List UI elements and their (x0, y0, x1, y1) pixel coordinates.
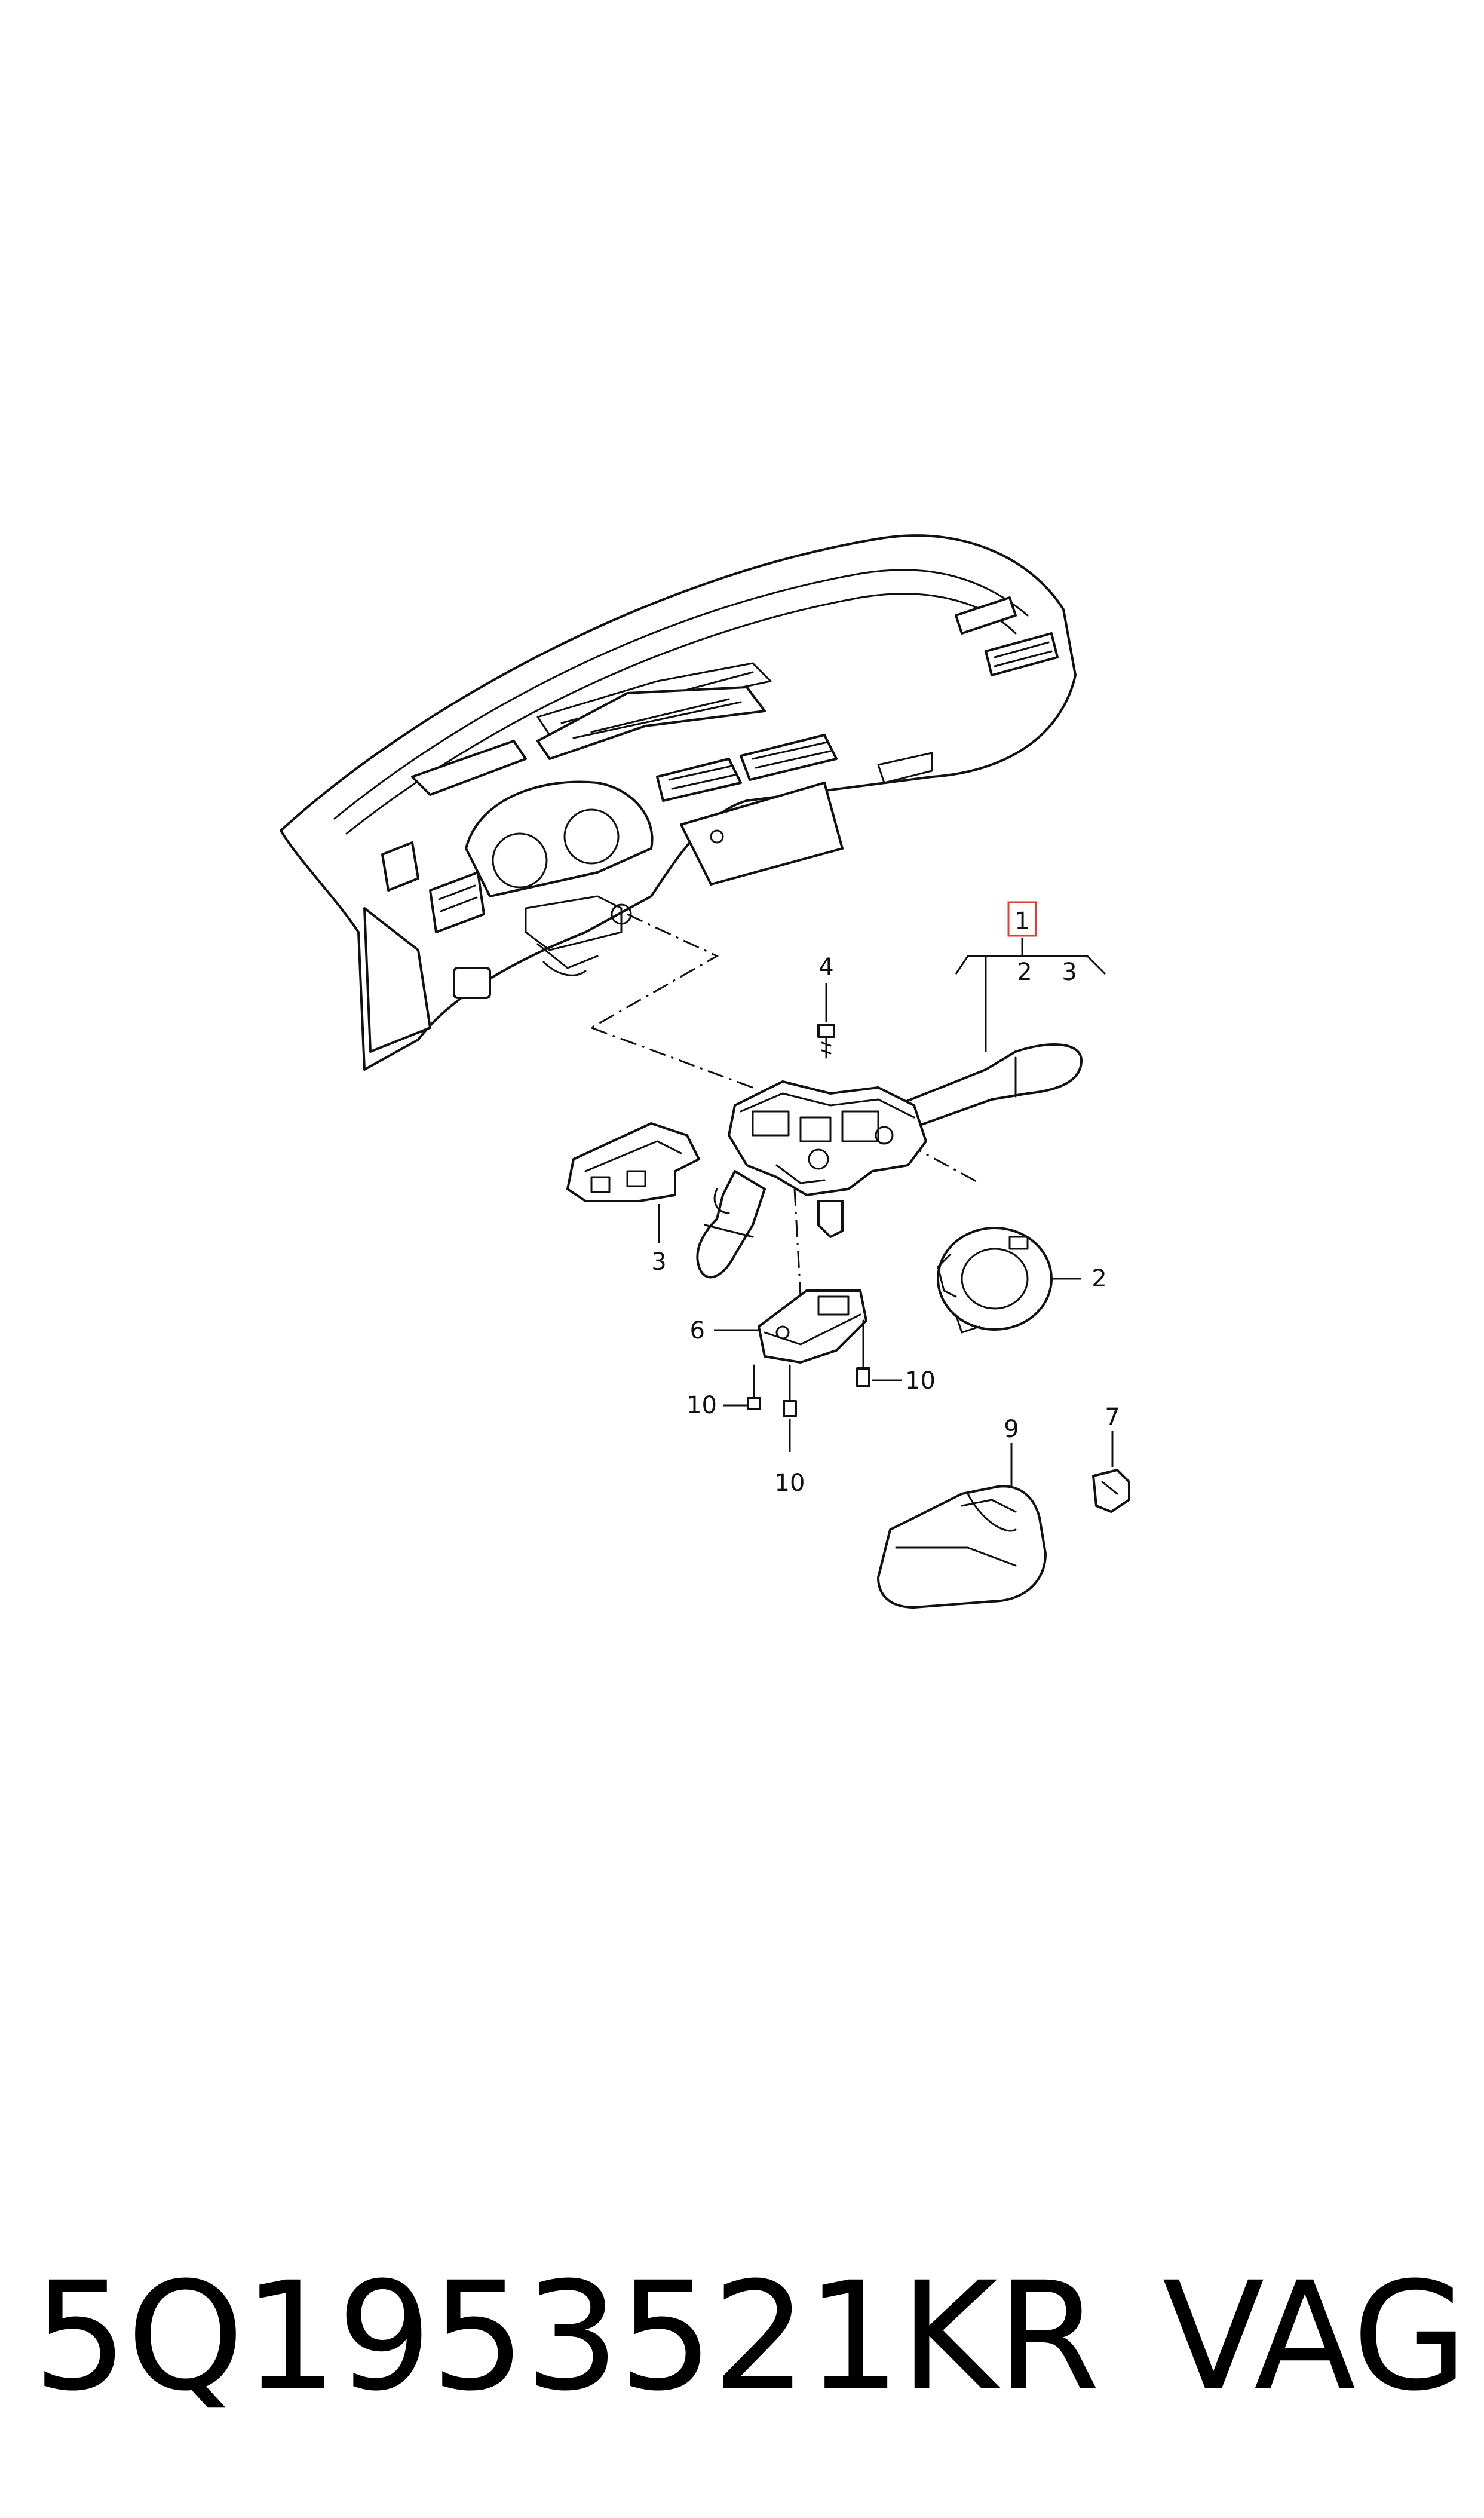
callout-2-upper-label: 2 (1017, 958, 1032, 986)
part-7-clip: 7 (1092, 1404, 1130, 1513)
part-10-screw-right: 10 (856, 1319, 936, 1395)
callout-6-label: 6 (690, 1317, 705, 1344)
callout-9-label: 9 (1004, 1416, 1019, 1443)
part-caption: 5Q1953521KR VAG (33, 2247, 1468, 2426)
callout-1-label: 1 (1014, 908, 1029, 935)
callout-1-highlight (1007, 901, 1037, 937)
steering-column-switch-assembly (696, 1043, 1083, 1279)
callout-10-bottom-label: 10 (775, 1469, 805, 1497)
part-6-control-module: 6 (690, 1289, 867, 1364)
brand-name: VAG (1162, 2249, 1468, 2424)
dashboard-illustration (280, 534, 1077, 1071)
part-4-screw: 4 (817, 954, 835, 1059)
callout-4-label: 4 (818, 954, 833, 981)
callout-7-label: 7 (1105, 1404, 1120, 1431)
callout-1-group: 1 2 3 (955, 901, 1106, 1052)
callout-2-lower-label: 2 (1091, 1265, 1106, 1292)
part-number: 5Q1953521KR (33, 2249, 1100, 2424)
callout-3-upper-label: 3 (1062, 958, 1077, 986)
part-9-steering-column-trim: 9 (877, 1416, 1047, 1609)
part-2-clock-spring: 2 (937, 1227, 1107, 1334)
assembly-leader-lines (591, 913, 980, 1297)
callout-10-right-label: 10 (905, 1367, 936, 1395)
part-3-bracket: 3 (566, 1122, 700, 1276)
part-10-screw-left: 10 (686, 1364, 761, 1419)
part-10-screw-center: 10 (775, 1364, 805, 1497)
callout-10-left-label: 10 (686, 1392, 717, 1419)
callout-3-lower-label: 3 (651, 1248, 666, 1276)
